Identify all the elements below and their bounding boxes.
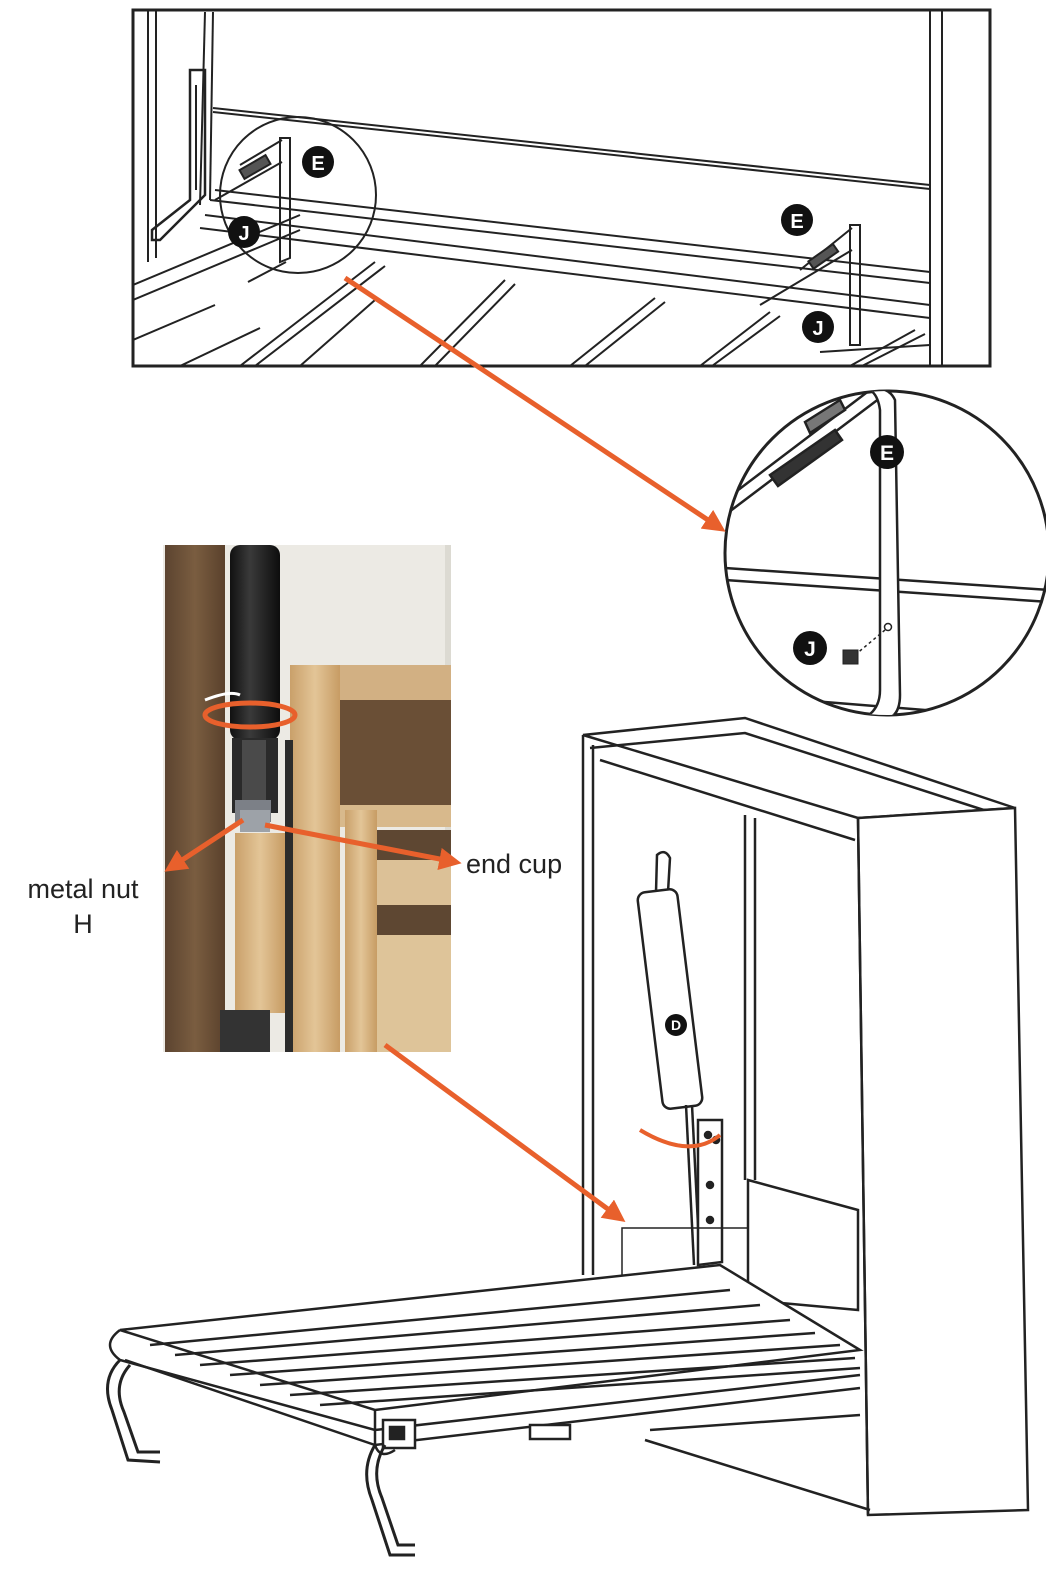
svg-text:E: E [790, 211, 803, 233]
arrow-to-bracket [383, 1042, 626, 1223]
metal-nut-part-letter: H [73, 909, 93, 939]
arrow-to-circle-detail [343, 275, 726, 532]
svg-text:J: J [812, 318, 823, 340]
badge-e-left: E [302, 146, 334, 178]
svg-text:E: E [311, 153, 324, 175]
top-detail-panel [131, 8, 992, 368]
arrow-to-end-cup [264, 822, 462, 871]
badge-d-strut: D [665, 1014, 687, 1036]
badge-j-circle: J [793, 631, 827, 665]
badge-j-left: J [228, 216, 260, 248]
svg-text:E: E [880, 442, 894, 465]
svg-text:J: J [238, 223, 249, 245]
svg-text:J: J [804, 638, 816, 661]
end-cup-label: end cup [466, 849, 563, 879]
callout-arrows [164, 275, 726, 1223]
wall-bed-illustration [106, 716, 1030, 1557]
svg-text:D: D [671, 1017, 681, 1033]
arrow-to-metal-nut [164, 817, 245, 872]
badge-e-circle: E [870, 435, 904, 469]
metal-nut-label: metal nut [27, 874, 139, 904]
badge-j-right: J [802, 311, 834, 343]
photo-inset [163, 545, 451, 1052]
badge-e-right: E [781, 204, 813, 236]
